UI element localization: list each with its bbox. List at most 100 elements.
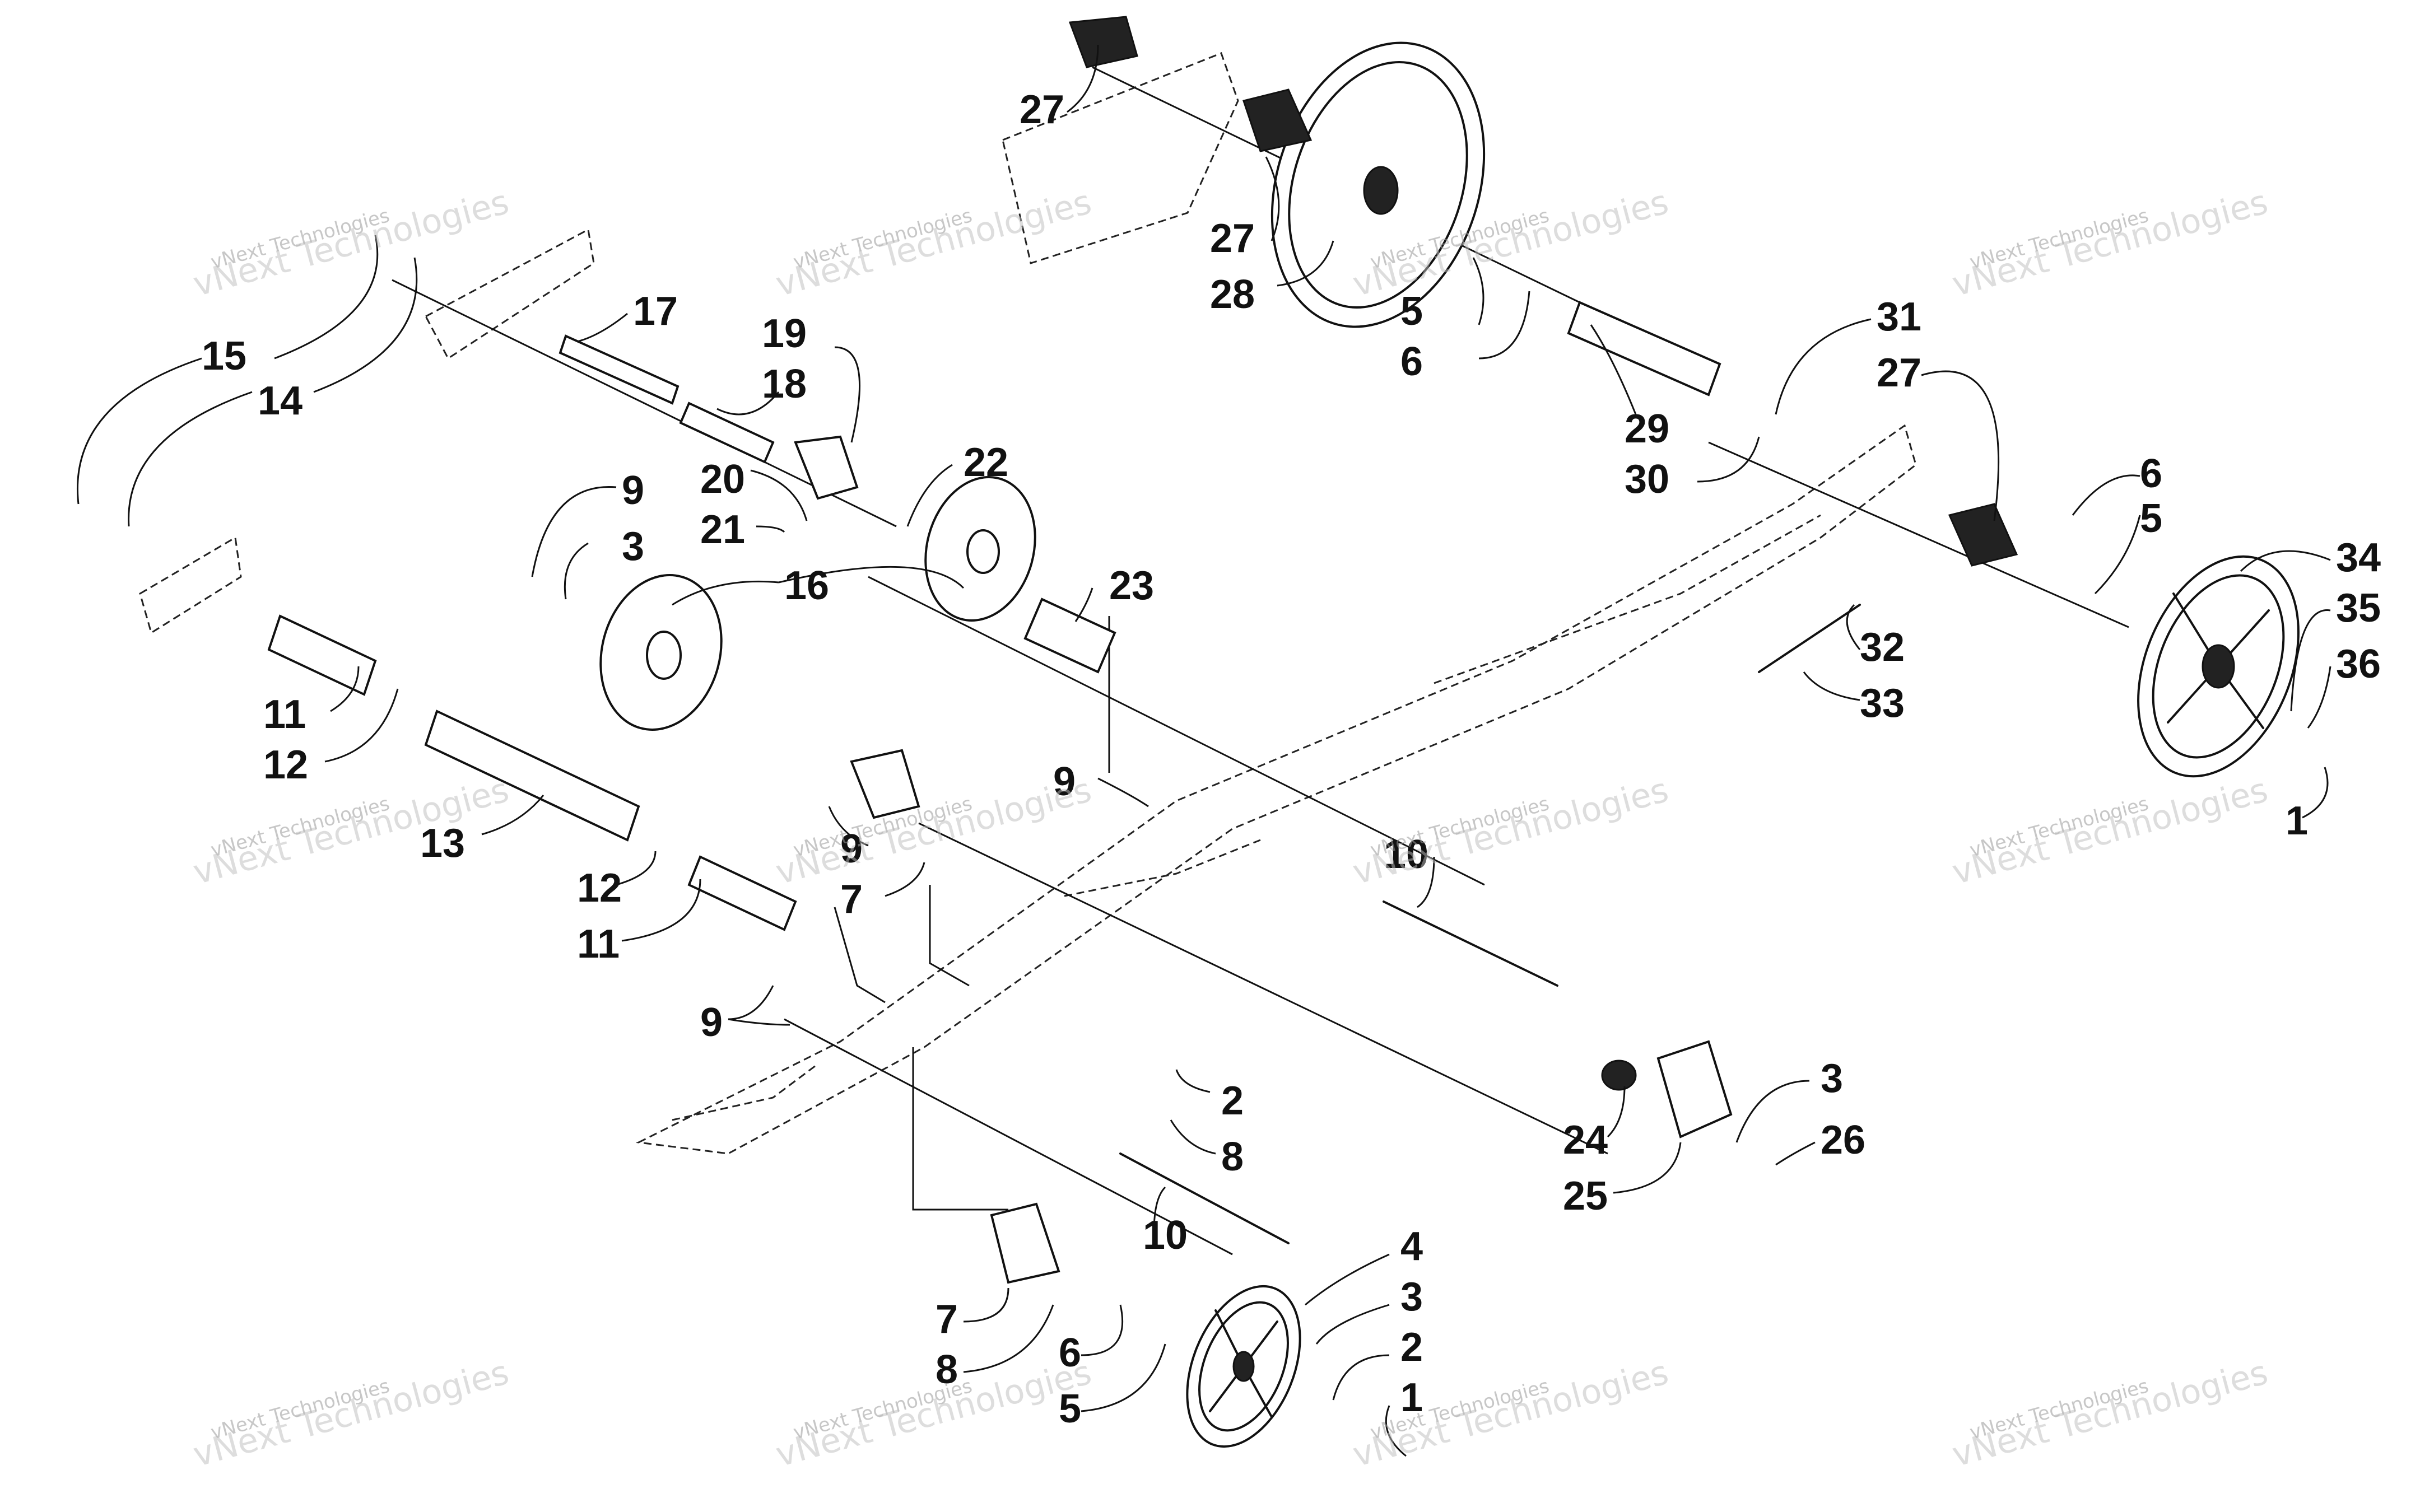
callout-2: 2 <box>1221 1079 1244 1123</box>
callout-16: 16 <box>784 563 829 608</box>
bracket-27-mid <box>1242 88 1313 152</box>
watermark: vNext Technologies vNext Technologies <box>1348 771 1672 893</box>
wheel-16-left <box>599 574 723 731</box>
callout-7: 7 <box>936 1297 958 1342</box>
shaft-29-30 <box>1567 301 1721 396</box>
callout-36: 36 <box>2336 642 2381 687</box>
callout-20: 20 <box>700 457 745 502</box>
bracket-7-lower <box>990 1202 1060 1284</box>
callout-14: 14 <box>258 379 302 423</box>
svg-text:vNext Technologies: vNext Technologies <box>1948 183 2272 305</box>
callout-18: 18 <box>762 362 807 407</box>
svg-text:vNext Technologies: vNext Technologies <box>1948 771 2272 893</box>
shaft-13 <box>424 710 640 842</box>
callout-5: 5 <box>1059 1387 1081 1431</box>
svg-text:vNext Technologies: vNext Technologies <box>771 1353 1095 1475</box>
callout-8: 8 <box>1221 1135 1244 1179</box>
bolt-33 <box>1758 604 1861 673</box>
callout-3: 3 <box>622 524 644 569</box>
shaft-11-lower <box>687 855 797 931</box>
watermark: vNext Technologies vNext Technologies <box>771 771 1095 893</box>
bracket-7-upper <box>850 749 920 819</box>
callout-32: 32 <box>1860 625 1905 670</box>
callout-5: 5 <box>1400 289 1423 334</box>
callout-6: 6 <box>2140 451 2162 496</box>
wheel-16-right <box>924 476 1036 622</box>
callout-22: 22 <box>964 440 1008 485</box>
callout-28: 28 <box>1210 272 1255 317</box>
callout-6: 6 <box>1400 339 1423 384</box>
watermark: vNext Technologies vNext Technologies <box>771 1353 1095 1475</box>
callout-31: 31 <box>1877 295 1921 339</box>
callout-4: 4 <box>1400 1224 1423 1269</box>
callout-12: 12 <box>263 743 308 787</box>
callout-1: 1 <box>2286 799 2308 843</box>
callout-25: 25 <box>1563 1174 1608 1219</box>
callout-29: 29 <box>1625 407 1669 451</box>
callout-3: 3 <box>1821 1056 1843 1101</box>
callout-35: 35 <box>2336 586 2381 631</box>
bracket-25 <box>1601 1040 1733 1138</box>
watermark: vNext Technologies vNext Technologies <box>1348 1353 1672 1475</box>
watermark: vNext Technologies vNext Technologies <box>1948 183 2272 305</box>
callout-19: 19 <box>762 311 807 356</box>
callout-13: 13 <box>420 821 465 866</box>
shaft-11-upper <box>267 614 377 696</box>
callout-27: 27 <box>1020 87 1064 132</box>
callouts: 27 27 28 5 6 29 30 31 27 6 5 34 35 36 1 … <box>202 87 2381 1431</box>
callout-6: 6 <box>1059 1331 1081 1375</box>
callout-1: 1 <box>1400 1375 1423 1420</box>
callout-24: 24 <box>1563 1118 1608 1163</box>
svg-text:vNext Technologies: vNext Technologies <box>1348 771 1672 893</box>
watermark: vNext Technologies vNext Technologies <box>1948 771 2272 893</box>
bolt-10-lower <box>1119 1152 1290 1244</box>
callout-34: 34 <box>2336 535 2381 580</box>
callout-30: 30 <box>1625 457 1669 502</box>
callout-27: 27 <box>1210 216 1255 261</box>
svg-text:vNext Technologies: vNext Technologies <box>1348 1353 1672 1475</box>
shaft-17-18 <box>559 334 775 464</box>
callout-21: 21 <box>700 507 745 552</box>
callout-7: 7 <box>840 877 863 922</box>
callout-17: 17 <box>633 289 678 334</box>
idler-wheel-4 <box>1186 1285 1301 1448</box>
watermark: vNext Technologies vNext Technologies <box>771 183 1095 305</box>
callout-23: 23 <box>1109 563 1154 608</box>
rail-main <box>635 424 1917 1155</box>
callout-26: 26 <box>1821 1118 1865 1163</box>
svg-text:vNext Technologies: vNext Technologies <box>771 771 1095 893</box>
svg-text:vNext Technologies: vNext Technologies <box>1948 1353 2272 1475</box>
callout-10: 10 <box>1384 832 1428 877</box>
callout-9: 9 <box>700 1000 723 1045</box>
callout-5: 5 <box>2140 496 2162 541</box>
svg-text:vNext Technologies: vNext Technologies <box>189 183 513 305</box>
callout-8: 8 <box>936 1347 958 1392</box>
callout-15: 15 <box>202 334 246 379</box>
bracket-19 <box>794 435 859 500</box>
watermark: vNext Technologies vNext Technologies <box>189 183 513 305</box>
bracket-27-upper <box>1068 16 1138 68</box>
svg-text:vNext Technologies: vNext Technologies <box>771 183 1095 305</box>
leader-lines <box>77 44 2331 1457</box>
callout-33: 33 <box>1860 681 1905 726</box>
callout-12: 12 <box>577 866 622 911</box>
watermark: vNext Technologies vNext Technologies <box>189 1353 513 1475</box>
callout-27: 27 <box>1877 351 1921 395</box>
bushing-23 <box>1023 598 1116 674</box>
bolt-10-upper <box>1383 900 1558 987</box>
callout-9: 9 <box>840 827 863 871</box>
callout-10: 10 <box>1143 1213 1188 1258</box>
callout-11: 11 <box>577 922 620 967</box>
callout-11: 11 <box>263 692 306 737</box>
svg-text:vNext Technologies: vNext Technologies <box>189 1353 513 1475</box>
callout-3: 3 <box>1400 1275 1423 1319</box>
callout-2: 2 <box>1400 1325 1423 1370</box>
rail-upper-left <box>139 228 595 634</box>
idler-wheel-28 <box>1270 41 1486 328</box>
rail-upper-right <box>1002 52 1239 264</box>
watermark: vNext Technologies vNext Technologies <box>1948 1353 2272 1475</box>
idler-wheel-34 <box>2137 555 2300 778</box>
bracket-27-right <box>1948 503 2018 567</box>
callout-9: 9 <box>622 468 644 513</box>
